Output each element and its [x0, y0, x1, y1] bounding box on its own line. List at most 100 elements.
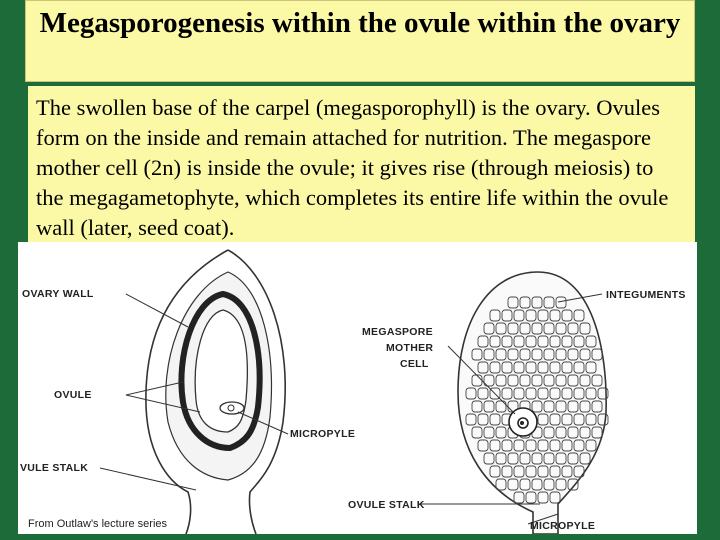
ovule-cell: [597, 387, 609, 400]
ovule-cell: [579, 400, 591, 413]
ovule-cell: [471, 348, 483, 361]
ovule-cell: [549, 465, 561, 478]
ovule-cell: [477, 387, 489, 400]
ovule-cell: [495, 426, 507, 439]
ovule-cell: [549, 439, 561, 452]
ovule-cell: [483, 426, 495, 439]
ovule-cell: [555, 452, 567, 465]
ovule-cell: [525, 387, 537, 400]
ovule-cell: [507, 478, 519, 491]
ovule-cell: [513, 309, 525, 322]
ovule-cell: [549, 335, 561, 348]
ovule-cell: [549, 309, 561, 322]
ovule-cell: [531, 374, 543, 387]
ovule-cell: [519, 452, 531, 465]
ovule-cell: [483, 452, 495, 465]
label-ovary-wall: OVARY WALL: [22, 288, 94, 300]
ovule-cell: [543, 296, 555, 309]
ovule-cell: [519, 348, 531, 361]
ovule-cell: [573, 309, 585, 322]
label-integuments: INTEGUMENTS: [606, 289, 686, 301]
slide-title: Megasporogenesis within the ovule within…: [25, 0, 695, 82]
ovule-cell: [543, 452, 555, 465]
ovule-cell: [489, 309, 501, 322]
ovule-cell: [477, 335, 489, 348]
ovule-cell: [489, 465, 501, 478]
ovule-cell: [483, 348, 495, 361]
ovule-cell: [543, 322, 555, 335]
label-mother: MOTHER: [386, 342, 433, 354]
embryo-sac: [219, 401, 245, 415]
ovule-cell: [495, 452, 507, 465]
ovule-cell: [483, 322, 495, 335]
ovule-cell: [507, 296, 519, 309]
ovule-cell: [531, 322, 543, 335]
ovule-cell: [501, 335, 513, 348]
ovule-cell: [573, 413, 585, 426]
ovule-cell: [543, 426, 555, 439]
ovule-cell: [555, 426, 567, 439]
ovule-cell: [561, 387, 573, 400]
ovule-cell: [525, 335, 537, 348]
ovule-cell: [531, 478, 543, 491]
label-micropyle-right: MICROPYLE: [530, 520, 595, 532]
ovule-cell: [537, 335, 549, 348]
ovule-cell: [579, 374, 591, 387]
ovule-cell: [513, 387, 525, 400]
ovule-cell: [519, 374, 531, 387]
ovule-cell: [579, 322, 591, 335]
ovule-cell: [579, 452, 591, 465]
ovule-cell: [561, 309, 573, 322]
label-cell: CELL: [400, 358, 429, 370]
ovule-cell: [579, 426, 591, 439]
ovule-cell: [513, 361, 525, 374]
ovule-cell: [489, 439, 501, 452]
ovule-cell: [591, 426, 603, 439]
ovule-cell: [567, 452, 579, 465]
ovule-cell: [489, 413, 501, 426]
label-ovule-stalk-right: OVULE STALK: [348, 499, 425, 511]
ovule-cell: [471, 400, 483, 413]
ovule-cell: [567, 478, 579, 491]
ovule-cell: [525, 491, 537, 504]
ovule-cell: [537, 387, 549, 400]
ovule-cell: [567, 374, 579, 387]
ovule-outer-outline: [178, 290, 263, 452]
ovule-cell: [537, 439, 549, 452]
ovule-cell: [465, 413, 477, 426]
ovule-cell: [573, 335, 585, 348]
ovule-cell: [489, 335, 501, 348]
ovule-cell: [561, 465, 573, 478]
ovule-cell: [507, 348, 519, 361]
ovule-cell: [501, 361, 513, 374]
ovule-cell: [561, 361, 573, 374]
ovule-cell: [531, 348, 543, 361]
label-ovule-stalk-left: VULE STALK: [20, 462, 88, 474]
ovule-cell: [543, 348, 555, 361]
ovule-cell: [483, 400, 495, 413]
ovule-cell: [495, 400, 507, 413]
ovule-cell: [585, 335, 597, 348]
ovule-cell: [477, 413, 489, 426]
ovule-cell: [549, 387, 561, 400]
ovule-cell: [519, 322, 531, 335]
ovule-cell: [489, 387, 501, 400]
ovule-cell: [525, 439, 537, 452]
ovary-drawing: [145, 249, 286, 534]
ovule-cell: [513, 335, 525, 348]
ovule-cell: [471, 426, 483, 439]
ovule-cell: [573, 439, 585, 452]
ovule-cell: [585, 361, 597, 374]
ovule-cell: [477, 439, 489, 452]
ovule-cell: [597, 413, 609, 426]
ovule-cell: [525, 361, 537, 374]
ovule-cell: [495, 322, 507, 335]
ovule-cell: [555, 400, 567, 413]
ovule-cell: [567, 348, 579, 361]
ovule-cell: [513, 491, 525, 504]
ovule-cell: [561, 413, 573, 426]
ovule-cell: [555, 348, 567, 361]
ovule-cell: [501, 309, 513, 322]
ovule-cell: [507, 322, 519, 335]
ovule-cell: [489, 361, 501, 374]
